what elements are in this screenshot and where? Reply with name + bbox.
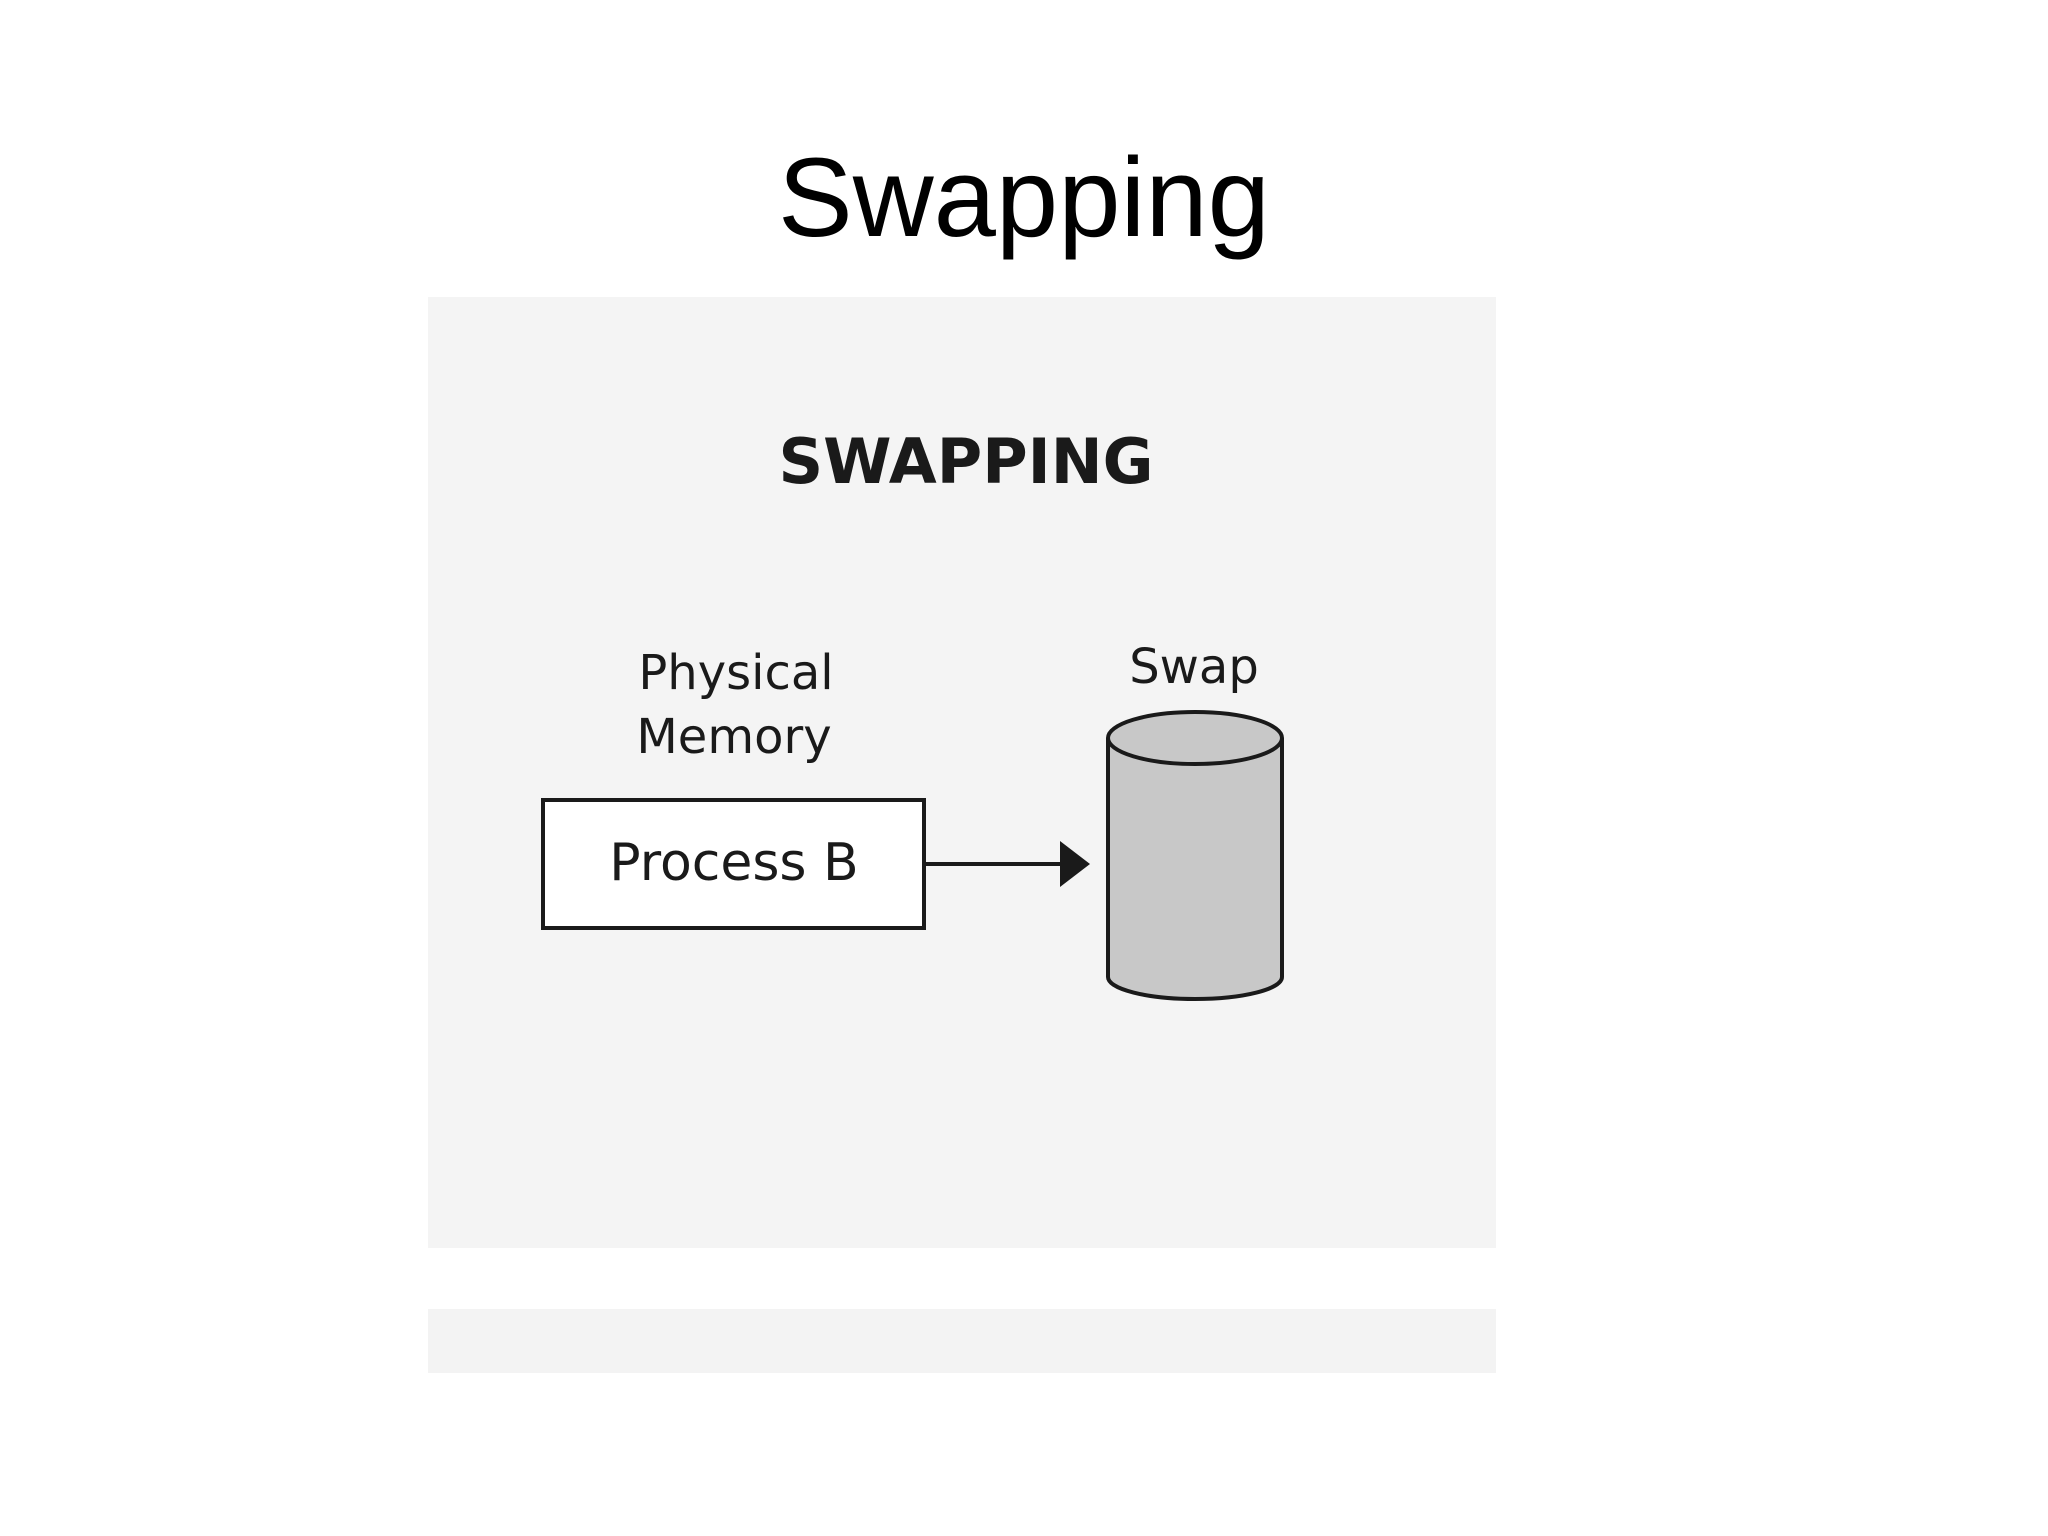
swapping-figure: SWAPPING Physical Memory Process B Swap <box>428 297 1496 1248</box>
diagram-heading: SWAPPING <box>779 425 1154 498</box>
figure-bottom-strip <box>428 1309 1496 1373</box>
process-b-box: Process B <box>541 798 926 930</box>
process-label: Process B <box>609 833 858 893</box>
swapping-diagram: SWAPPING Physical Memory Process B Swap <box>541 425 1284 1001</box>
cylinder-body <box>1106 738 1284 1001</box>
swap-disk-icon <box>1106 710 1284 1001</box>
memory-label-line1: Physical <box>638 645 833 701</box>
memory-label-line2: Memory <box>636 709 831 765</box>
arrow-head <box>1060 841 1090 887</box>
swap-out-arrow <box>924 841 1090 887</box>
cylinder-top <box>1106 710 1284 766</box>
process-box-rect <box>541 798 926 930</box>
swap-label: Swap <box>1129 639 1259 695</box>
slide-title: Swapping <box>778 135 1270 260</box>
